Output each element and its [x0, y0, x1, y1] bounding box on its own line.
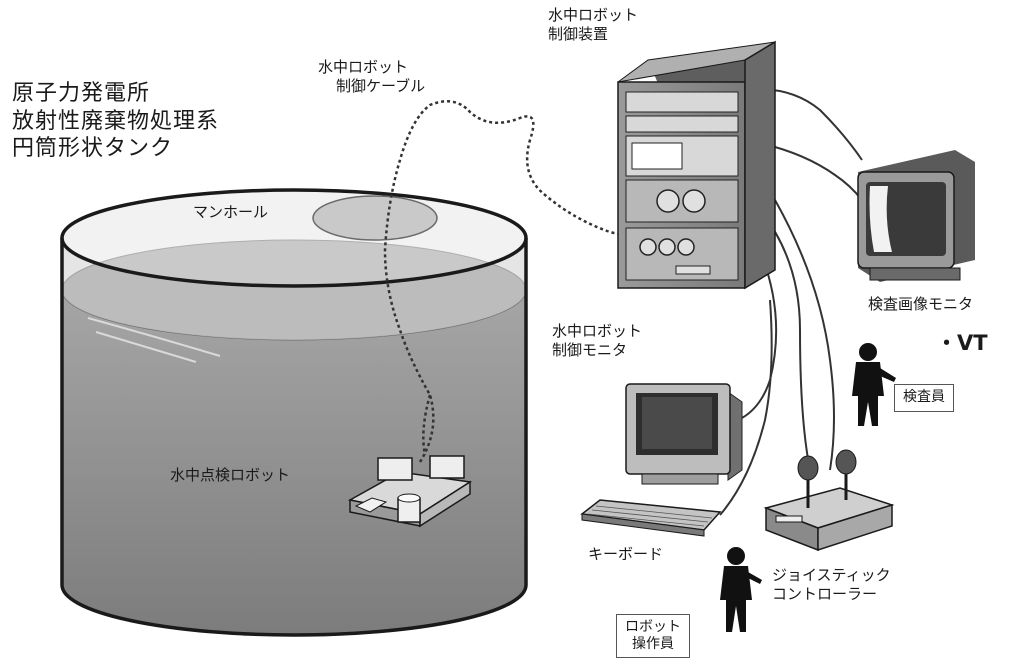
manhole [312, 195, 438, 241]
inspection-monitor-label: 検査画像モニタ [868, 295, 974, 313]
tank-upper-interior [62, 238, 526, 340]
underwater-robot [347, 455, 473, 528]
joystick-label-line-2: コントローラー [772, 584, 878, 603]
cable-label-line-2: 制御ケーブル [336, 76, 426, 95]
facility-line-2: 放射性廃棄物処理系 [12, 108, 220, 134]
controller-label-line-2: 制御装置 [548, 24, 609, 43]
facility-label: 原子力発電所 放射性廃棄物処理系 円筒形状タンク [12, 80, 219, 163]
keyboard-label: キーボード [588, 545, 664, 563]
inspector-label: 検査員 [894, 384, 954, 412]
facility-line-3: 円筒形状タンク [12, 136, 174, 161]
control-monitor [625, 383, 743, 485]
control-monitor-label-line-1: 水中ロボット [552, 322, 643, 340]
joystick-label-line-1: ジョイスティック [772, 566, 891, 584]
operator-label-line-1: ロボット [625, 619, 681, 635]
manhole-label: マンホール [193, 203, 269, 221]
tank [60, 188, 528, 637]
cable-label-line-1: 水中ロボット [318, 58, 409, 76]
operator-label-line-2: 操作員 [632, 635, 674, 652]
controller-label: 水中ロボット 制御装置 [548, 6, 638, 44]
tank-water [62, 290, 526, 635]
cable-to-keyboard [719, 299, 773, 516]
robot-control-cable [383, 100, 641, 463]
controller-label-line-1: 水中ロボット [548, 6, 639, 24]
operator-figure [720, 547, 762, 632]
control-monitor-label-line-2: 制御モニタ [552, 340, 628, 359]
control-cabinet [617, 40, 776, 290]
control-monitor-label: 水中ロボット 制御モニタ [552, 322, 642, 360]
cable-to-joystick [759, 209, 811, 471]
keyboard [580, 499, 722, 537]
robot-label: 水中点検ロボット [170, 466, 291, 484]
operator-label: ロボット 操作員 [616, 614, 690, 658]
cable-label: 水中ロボット 制御ケーブル [318, 58, 425, 96]
joystick-label: ジョイスティック コントローラー [772, 566, 891, 604]
tank-top [60, 188, 528, 288]
cables [383, 88, 863, 516]
joystick-controller [763, 449, 895, 552]
inspection-monitor [857, 150, 975, 282]
inspector-figure [852, 343, 896, 426]
facility-line-1: 原子力発電所 [12, 81, 151, 106]
vt-label: ・VT [936, 331, 988, 355]
